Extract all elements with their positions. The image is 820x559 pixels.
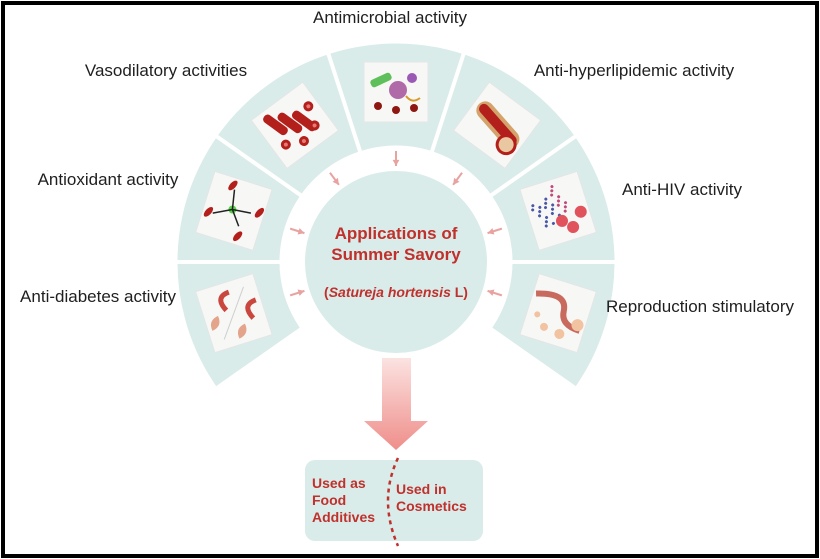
ring-divider-2 — [489, 133, 579, 198]
vasodilatory-arrowhead — [332, 177, 339, 185]
label-antioxidant: Antioxidant activity — [38, 170, 179, 189]
illustration-panels — [195, 61, 597, 354]
food-line1: Used as — [312, 475, 366, 491]
ring-divider-3 — [429, 50, 467, 154]
label-antihiv: Anti-HIV activity — [622, 180, 742, 199]
antioxidant-panel — [195, 170, 273, 252]
reproduction-panel — [519, 272, 597, 354]
antioxidant-arrowhead — [297, 228, 305, 235]
antimicrobial-panel — [363, 61, 429, 123]
reproduction-arrowhead — [487, 289, 495, 296]
label-antidiabetes: Anti-diabetes activity — [20, 287, 176, 306]
antidiabetes-arrowhead — [297, 289, 305, 296]
label-antihyperlipidemic: Anti-hyperlipidemic activity — [534, 61, 735, 80]
uses-divider — [386, 457, 400, 547]
ring-divider-4 — [325, 50, 363, 154]
reproduction-panel-art — [534, 290, 584, 339]
label-vasodilatory: Vasodilatory activities — [85, 61, 247, 80]
label-reproduction: Reproduction stimulatory — [606, 297, 795, 316]
cosmetics-line2: Cosmetics — [396, 498, 467, 514]
cosmetics-line1: Used in — [396, 481, 447, 497]
antihyperlipidemic-arrowhead — [453, 177, 460, 185]
food-line2: Food — [312, 492, 346, 508]
food-line3: Additives — [312, 509, 375, 525]
scientific-name: (Satureja hortensis L) — [324, 284, 468, 300]
label-antimicrobial: Antimicrobial activity — [313, 8, 467, 27]
antidiabetes-panel-art — [211, 286, 257, 340]
vasodilatory-panel-art — [263, 101, 320, 150]
antihyperlipidemic-panel-art — [476, 101, 520, 156]
antihiv-arrowhead — [487, 228, 495, 235]
vasodilatory-panel — [250, 81, 340, 170]
ring-dividers — [174, 50, 618, 264]
uses-box — [305, 460, 483, 541]
down-arrow — [364, 358, 428, 450]
antihiv-panel-art — [531, 185, 587, 234]
antihyperlipidemic-panel — [452, 81, 542, 170]
ring-divider-5 — [213, 133, 303, 198]
center-title-line2: Summer Savory — [331, 245, 461, 264]
antihiv-panel — [519, 170, 597, 252]
center-title-line1: Applications of — [335, 224, 458, 243]
antimicrobial-panel-art — [370, 72, 421, 114]
antidiabetes-panel — [195, 272, 273, 354]
antimicrobial-arrowhead — [392, 159, 400, 166]
center-circle — [305, 171, 487, 353]
inward-arrows — [289, 151, 503, 297]
antioxidant-panel-art — [203, 180, 265, 242]
